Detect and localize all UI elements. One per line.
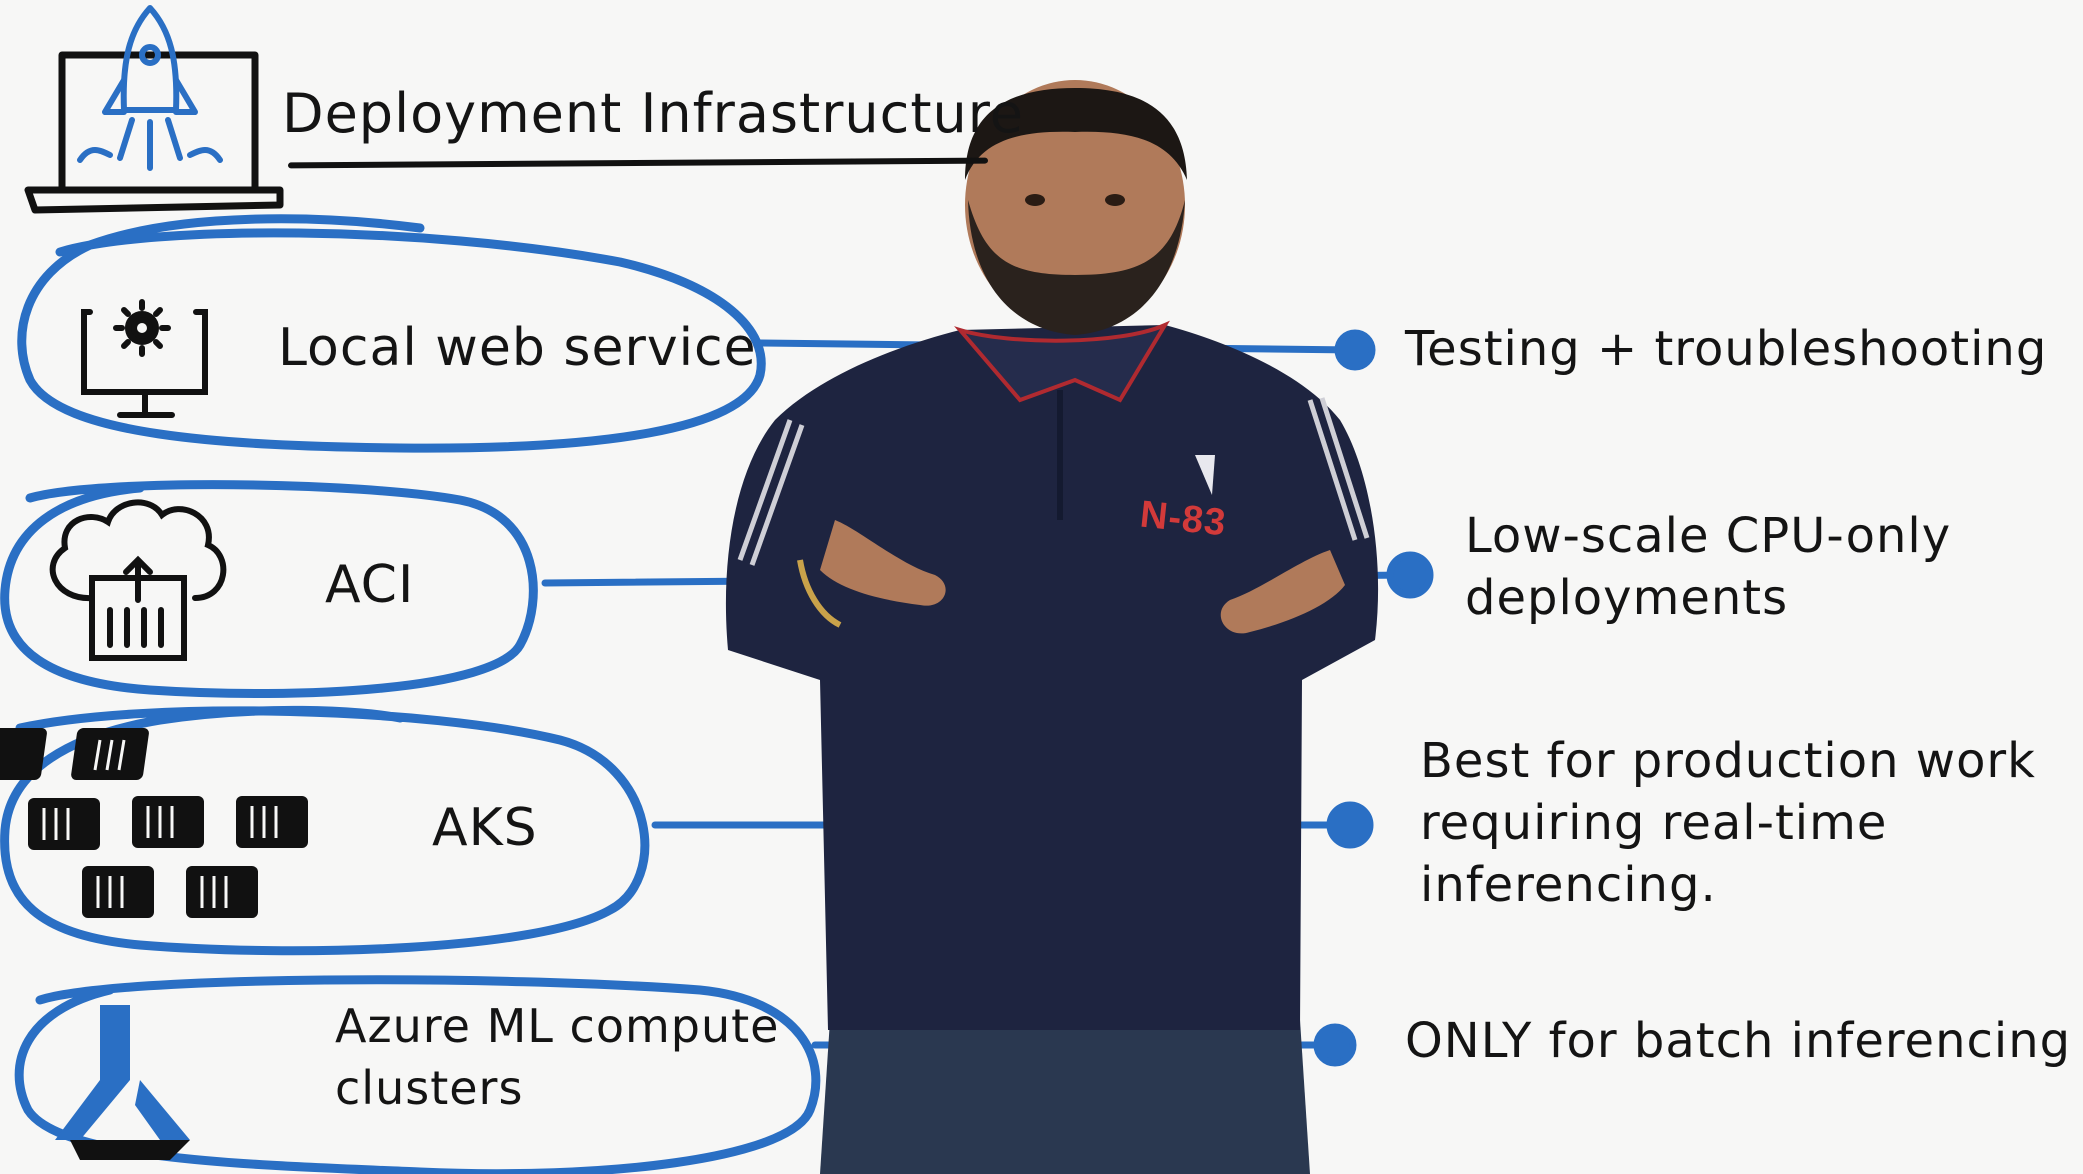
row-desc-azure-ml: ONLY for batch inferencing — [1405, 1013, 2072, 1069]
presenter — [725, 80, 1379, 1174]
shirt-logo: N-83 — [1138, 493, 1229, 545]
row-label-azure-ml: Azure ML compute clusters — [335, 999, 780, 1115]
monitor-gear-icon — [81, 299, 208, 418]
row-label-local-web-service: Local web service — [278, 318, 757, 378]
azure-ml-icon — [55, 1005, 190, 1160]
loop-local-web-service — [17, 214, 766, 453]
row-desc-local-web-service: Testing + troubleshooting — [1405, 321, 2048, 377]
cloud-container-icon — [49, 499, 227, 661]
connector-dot-4 — [1313, 1023, 1357, 1067]
row-label-aci: ACI — [325, 555, 415, 615]
kubernetes-nodes-icon — [0, 728, 308, 918]
connector-dot-1 — [1334, 329, 1376, 371]
row-label-aks: AKS — [432, 798, 538, 858]
loop-aks — [0, 705, 650, 956]
diagram-title: Deployment Infrastructure — [282, 82, 1024, 145]
loop-aci — [0, 480, 538, 699]
connector-dot-2 — [1386, 551, 1434, 599]
row-desc-aks: Best for production work requiring real-… — [1420, 733, 2036, 913]
rocket-laptop-icon — [24, 5, 284, 214]
loop-azure-ml — [14, 975, 821, 1174]
row-desc-aci: Low-scale CPU-only deployments — [1465, 508, 1952, 626]
connector-dot-3 — [1326, 801, 1374, 849]
